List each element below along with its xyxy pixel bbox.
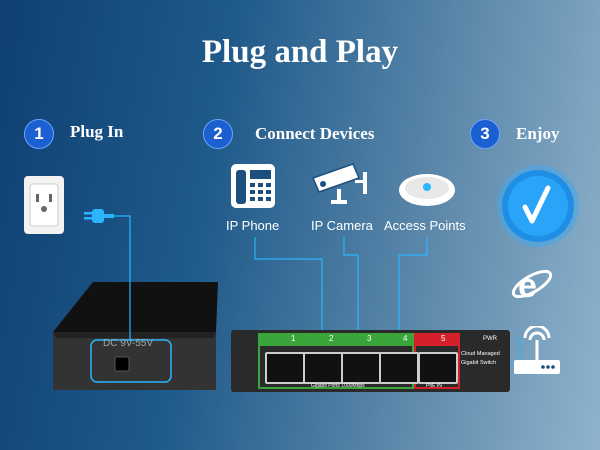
brand-line-2: Gigabit Switch	[461, 360, 497, 366]
camera-icon	[311, 162, 369, 215]
step-1-badge: 1	[24, 119, 54, 149]
check-icon	[496, 164, 580, 253]
ethernet-port[interactable]	[341, 352, 381, 384]
ethernet-port[interactable]	[379, 352, 419, 384]
step-3-label: Enjoy	[516, 124, 560, 143]
poe-header	[414, 333, 460, 346]
port-number: 4	[403, 334, 408, 343]
ethernet-port[interactable]	[303, 352, 343, 384]
phone-icon	[229, 162, 277, 215]
network-switch: 1 2 3 4 5 Gigabit Ports 1000Mbps PoE IN …	[231, 330, 510, 392]
brand-line-1: Cloud Managed	[461, 351, 500, 357]
plug-icon	[84, 206, 114, 231]
step-3-badge: 3	[470, 119, 500, 149]
pwr-label: PWR	[483, 336, 497, 342]
port-number: 2	[329, 334, 334, 343]
step-2-badge: 2	[203, 119, 233, 149]
ip-phone-label: IP Phone	[226, 218, 280, 233]
ethernet-port[interactable]	[265, 352, 305, 384]
page-title: Plug and Play	[201, 34, 399, 70]
step-1-label: Plug In	[70, 122, 124, 141]
gigabit-header	[258, 333, 414, 346]
outlet-icon	[24, 176, 64, 234]
ethernet-port[interactable]	[418, 352, 458, 384]
ie-icon: e	[510, 263, 554, 310]
ip-camera-label: IP Camera	[311, 218, 373, 233]
adapter-dc-label: DC 9V-55V	[103, 338, 154, 349]
svg-text:e: e	[518, 267, 537, 305]
access-points-label: Access Points	[384, 218, 466, 233]
port-number: 5	[441, 334, 446, 343]
port-number: 1	[291, 334, 296, 343]
port-number: 3	[367, 334, 372, 343]
step-2-label: Connect Devices	[255, 124, 375, 143]
router-icon	[511, 324, 563, 381]
poe-label: PoE IN	[426, 383, 442, 389]
gigabit-label: Gigabit Ports 1000Mbps	[311, 383, 365, 389]
access-point-icon	[397, 170, 457, 213]
power-adapter	[53, 282, 218, 402]
